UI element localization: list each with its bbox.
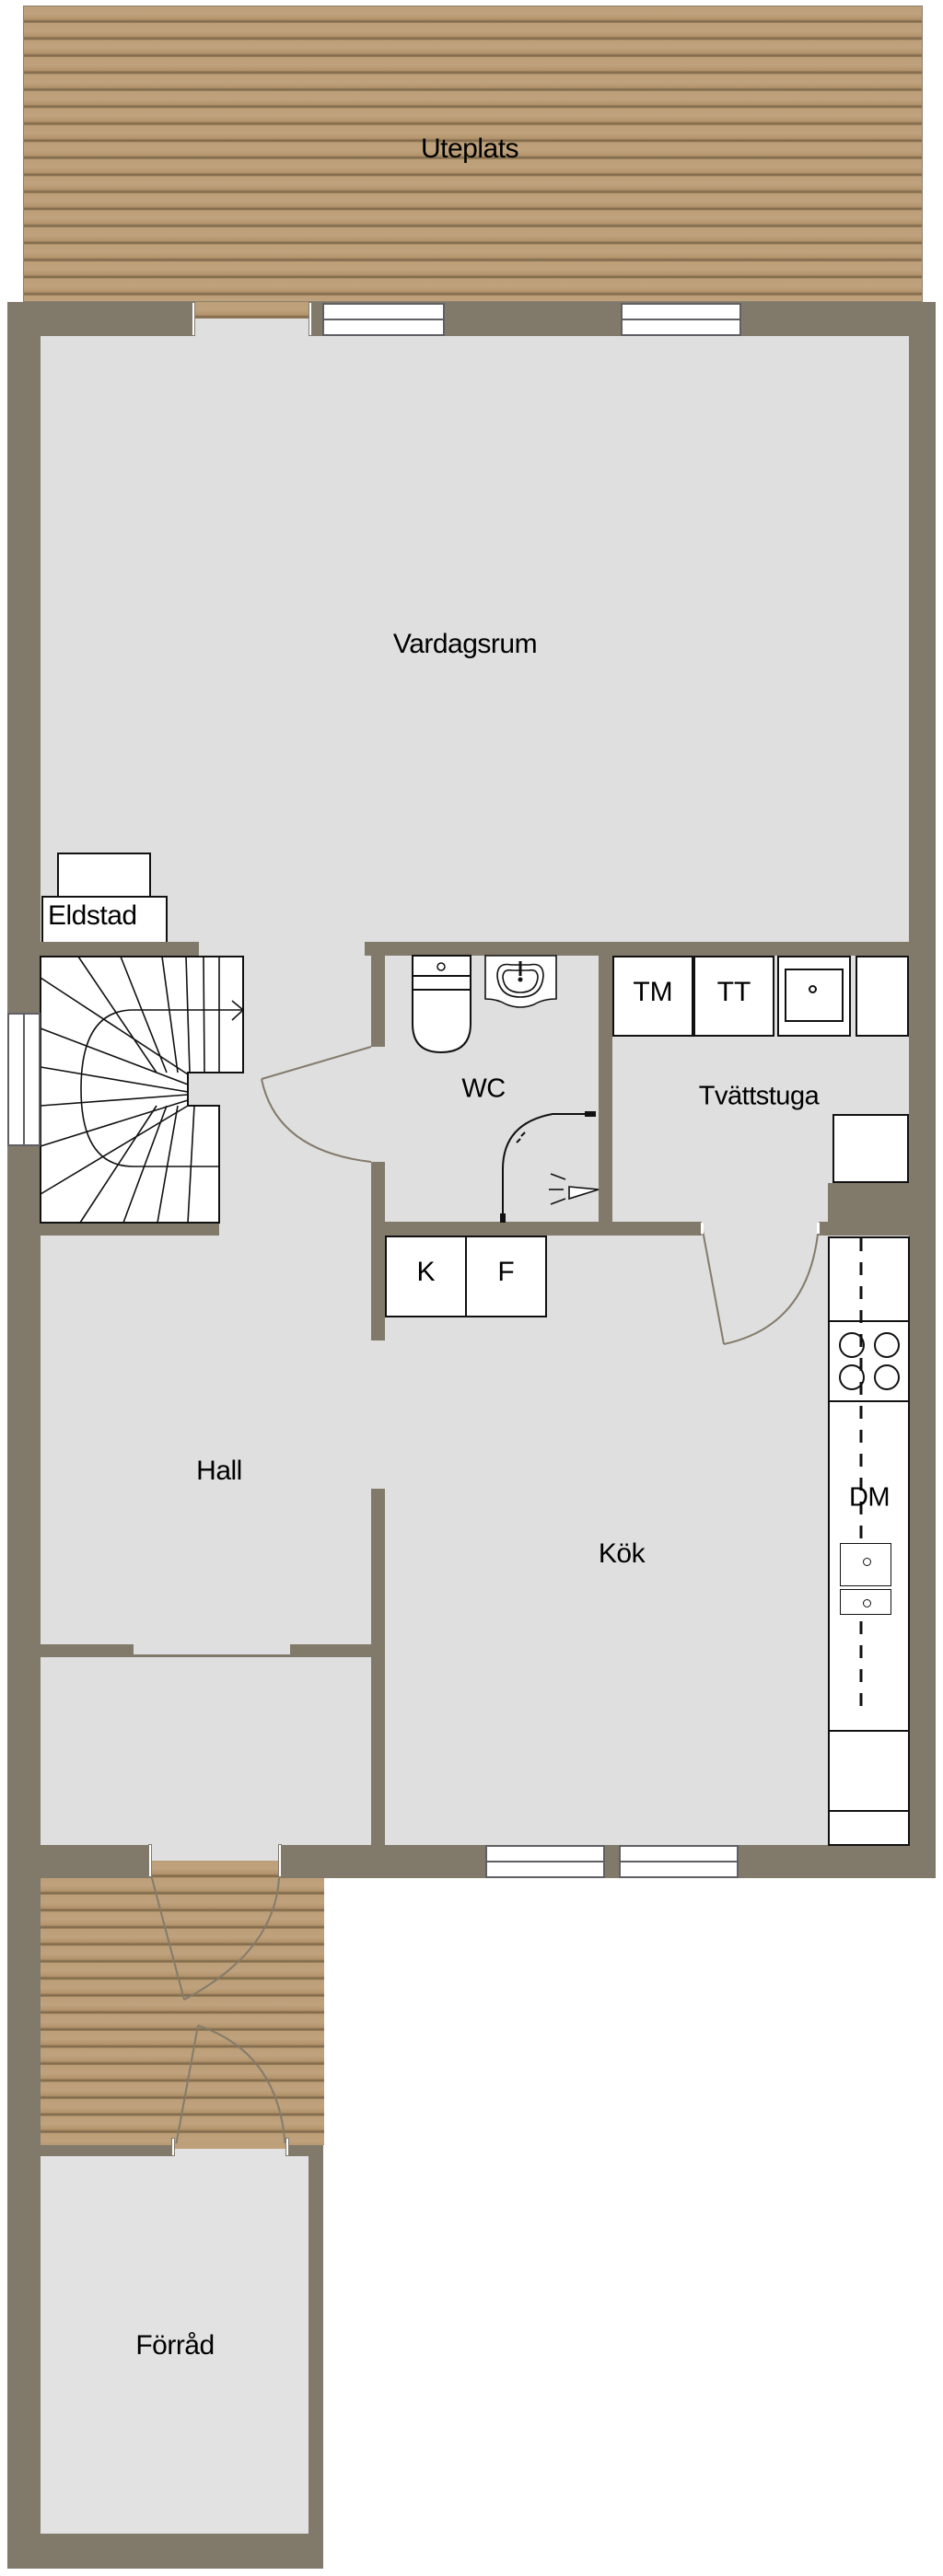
kitchen-counter [828,1236,910,1846]
window-vardagsrum-1 [322,303,445,336]
hall-lower-opening [134,1644,290,1655]
kok-door-opening [702,1222,819,1236]
door-jamb [285,2138,289,2156]
laundry-sink-basin [785,969,844,1022]
room-label-hall: Hall [196,1456,242,1486]
window-kok-1 [485,1845,605,1878]
f-label: F [497,1257,515,1288]
wall-below-stairs [41,1223,219,1236]
patio-door-opening [195,319,309,337]
drain-icon [809,985,817,993]
counter-divider [828,1400,910,1402]
forrad-door-opening [175,2149,289,2157]
patio-door-threshold [195,302,309,319]
door-jamb [278,1844,282,1877]
kok-floor [385,1236,909,1845]
vardagsrum-floor [41,336,909,942]
faucet-icon [863,1558,871,1566]
hall-kok-wall [371,1489,385,1845]
staircase [41,957,244,1223]
uteplats-deck [23,6,923,302]
entrance-threshold [152,1861,279,1878]
door-jamb [148,1844,152,1877]
drain-icon [863,1599,871,1607]
wc-left-wall-upper [371,942,385,1047]
wall-above-stairs [41,942,199,957]
washing-machine: TM [612,956,693,1037]
room-label-kok: Kök [598,1538,646,1569]
laundry-cabinet [856,956,909,1037]
window-vardagsrum-2 [621,303,741,336]
dishwasher-label: DM [848,1482,891,1513]
tvatt-corner-block [828,1183,909,1234]
tt-label: TT [716,976,751,1007]
wc-right-wall [599,942,612,1236]
window-kok-2 [619,1845,739,1878]
door-jamb [309,302,312,336]
vardagsrum-corner [199,942,371,957]
counter-divider [828,1730,910,1732]
refrigerator: K [385,1236,467,1317]
freezer: F [465,1236,547,1317]
hall-opening-header [134,1654,290,1657]
room-label-eldstad: Eldstad [48,900,137,931]
door-jamb [171,2138,175,2156]
laundry-sink [777,956,851,1037]
forrad-floor [41,2156,309,2534]
hall-bottom-wall-right [290,1644,371,1657]
door-jamb [192,302,195,336]
entrance-deck [41,1878,324,2145]
wc-kok-wall [371,1222,702,1236]
counter-divider [828,1810,910,1812]
tm-label: TM [633,976,673,1007]
room-label-wc: WC [461,1073,506,1104]
eldstad-chimney [57,853,151,899]
window-stairwell [7,1013,41,1146]
k-label: K [416,1257,436,1288]
hall-bottom-wall-left [41,1644,134,1657]
room-label-forrad: Förråd [135,2330,215,2361]
room-label-uteplats: Uteplats [420,133,519,164]
hall-to-kok-opening [371,1340,385,1489]
room-label-vardagsrum: Vardagsrum [392,629,538,659]
wc-top-wall [365,942,909,956]
forrad-door-threshold [175,2143,289,2149]
laundry-cabinet-lower [832,1114,909,1183]
tumble-dryer: TT [693,956,774,1037]
eldstad-fireplace [41,896,168,944]
counter-divider [828,1320,910,1322]
wc-door-opening [371,1047,385,1162]
entrance-door-opening [150,1844,279,1861]
lower-hall-floor [41,1657,371,1845]
wc-left-wall-lower [371,1162,385,1340]
room-label-tvattstuga: Tvättstuga [698,1081,820,1111]
